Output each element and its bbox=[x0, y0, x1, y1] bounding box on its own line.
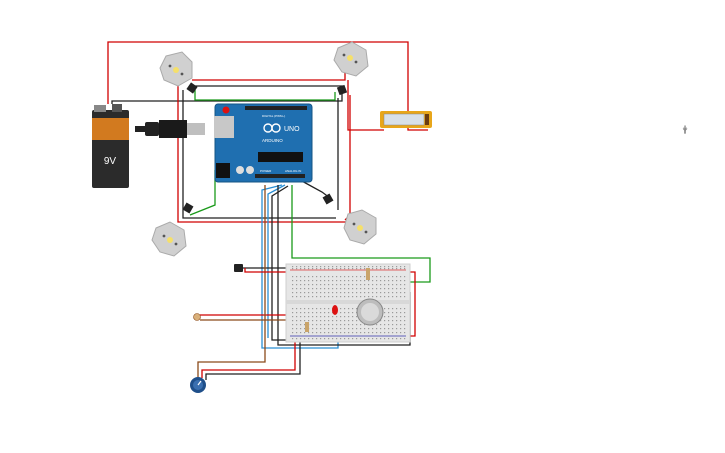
wire-blue-2[interactable] bbox=[267, 184, 286, 338]
transistor-top-right[interactable] bbox=[336, 84, 348, 96]
lcd-module[interactable] bbox=[380, 111, 432, 128]
arduino-digital-label: DIGITAL (PWM~) bbox=[262, 114, 285, 118]
transistor-bottom-right[interactable] bbox=[322, 193, 334, 205]
dc-motor-bottom-right[interactable] bbox=[343, 209, 377, 245]
battery-9v[interactable]: 9V bbox=[92, 104, 129, 188]
battery-label: 9V bbox=[104, 156, 117, 167]
wire-black-arduino-right[interactable] bbox=[299, 179, 331, 199]
person-icon[interactable]: 🛉 bbox=[682, 124, 688, 134]
wire-black-pot[interactable] bbox=[205, 340, 301, 380]
arduino-power-label: POWER bbox=[260, 169, 272, 173]
wire-green-arduino[interactable] bbox=[189, 170, 216, 216]
resistor-1[interactable] bbox=[366, 268, 370, 280]
wire-brown-pot[interactable] bbox=[197, 185, 266, 378]
usb-cable[interactable] bbox=[135, 120, 205, 138]
potentiometer[interactable] bbox=[190, 377, 206, 393]
knob-icon bbox=[197, 380, 202, 386]
wire-red-inner-top[interactable] bbox=[192, 72, 346, 81]
wire-red-pot[interactable] bbox=[201, 335, 296, 378]
dc-motor-top-left[interactable] bbox=[159, 51, 193, 87]
wire-black-battery[interactable] bbox=[111, 92, 343, 104]
arduino-analog-label: ANALOG IN bbox=[285, 169, 301, 173]
arduino-logo-icon bbox=[263, 123, 281, 133]
ir-sensor[interactable] bbox=[234, 264, 243, 272]
breadboard[interactable] bbox=[285, 263, 411, 343]
piezo-buzzer[interactable] bbox=[356, 298, 384, 326]
dc-motor-bottom-left[interactable] bbox=[151, 221, 187, 257]
photoresistor[interactable] bbox=[193, 313, 201, 321]
transistor-bottom-left[interactable] bbox=[182, 202, 194, 214]
arduino-uno[interactable]: UNO ARDUINO DIGITAL (PWM~) ANALOG IN POW… bbox=[214, 103, 313, 183]
arduino-model: UNO bbox=[284, 126, 300, 133]
wire-red-top[interactable] bbox=[107, 41, 428, 131]
wire-brown-ldr[interactable] bbox=[200, 319, 301, 330]
transistor-top-left[interactable] bbox=[186, 82, 198, 94]
wire-red-right[interactable] bbox=[347, 80, 384, 131]
arduino-brand: ARDUINO bbox=[262, 138, 283, 143]
resistor-2[interactable] bbox=[305, 322, 309, 332]
wire-green-top[interactable] bbox=[194, 90, 336, 101]
dc-motor-top-right[interactable] bbox=[333, 41, 369, 77]
red-led[interactable] bbox=[332, 305, 338, 315]
wire-green-bb[interactable] bbox=[291, 185, 431, 283]
